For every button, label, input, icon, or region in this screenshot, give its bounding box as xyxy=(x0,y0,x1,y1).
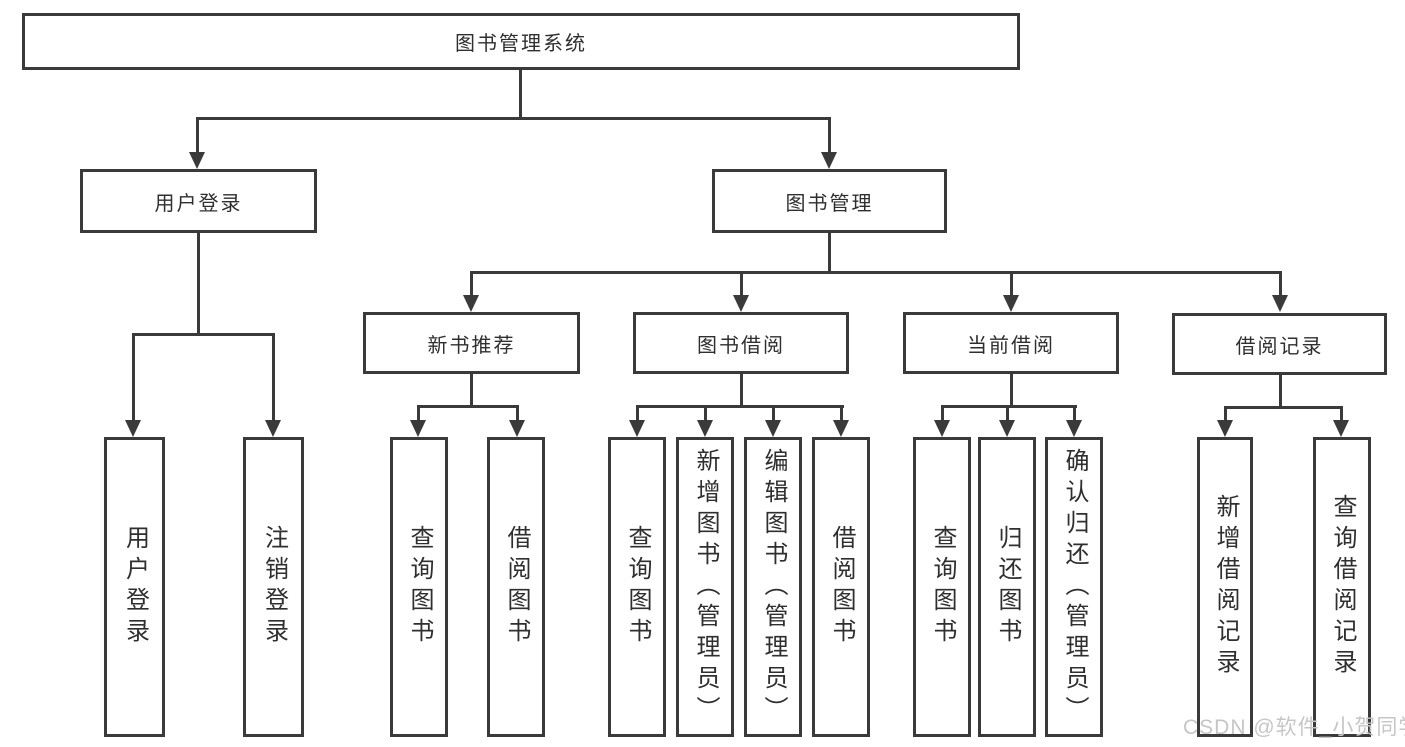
leaf-label: 查询图书 xyxy=(624,525,651,649)
connector-root-drop-right xyxy=(828,117,831,153)
leaf-query-books-1: 查询图书 xyxy=(390,437,448,737)
connector-userlogin-drop-left xyxy=(132,333,135,421)
leaf-query-borrow-record: 查询借阅记录 xyxy=(1313,437,1371,737)
connector-userlogin-stem xyxy=(197,233,200,336)
connector-bookborrow-stem xyxy=(740,374,743,407)
arrow-down-icon xyxy=(1003,295,1019,312)
leaf-query-books-3: 查询图书 xyxy=(913,437,971,737)
leaf-label: 新增借阅记录 xyxy=(1212,494,1239,680)
connector-newbook-drop-2 xyxy=(516,405,519,421)
connector-bookborrow-drop-2 xyxy=(704,405,707,421)
connector-borrowrecords-stem xyxy=(1279,375,1282,409)
node-label: 图书借阅 xyxy=(697,334,785,357)
leaf-borrow-books-2: 借阅图书 xyxy=(812,437,870,737)
leaf-edit-books-admin: 编辑图书（管理员） xyxy=(744,437,802,737)
node-label: 图书管理系统 xyxy=(455,33,587,55)
arrow-down-icon xyxy=(629,420,645,437)
arrow-down-icon xyxy=(265,420,281,437)
connector-newbook-bar xyxy=(417,405,519,408)
leaf-label: 查询借阅记录 xyxy=(1329,494,1356,680)
leaf-user-login: 用户登录 xyxy=(104,437,165,737)
arrow-down-icon xyxy=(999,420,1015,437)
arrow-down-icon xyxy=(1272,295,1288,312)
arrow-down-icon xyxy=(821,152,837,169)
leaf-label: 编辑图书（管理员） xyxy=(760,447,787,727)
leaf-label: 查询图书 xyxy=(929,525,956,649)
leaf-label: 确认归还（管理员） xyxy=(1061,447,1088,727)
connector-bookmgmt-drop-2 xyxy=(740,271,743,296)
connector-bookmgmt-bar xyxy=(470,271,1282,274)
connector-bookborrow-drop-3 xyxy=(772,405,775,421)
node-book-borrow: 图书借阅 xyxy=(633,312,849,374)
node-label: 借阅记录 xyxy=(1235,335,1324,358)
arrow-down-icon xyxy=(934,420,950,437)
connector-currentborrow-drop-2 xyxy=(1006,405,1009,421)
arrow-down-icon xyxy=(1333,420,1349,437)
connector-userlogin-bar xyxy=(132,333,275,336)
leaf-label: 用户登录 xyxy=(121,525,149,649)
leaf-logout: 注销登录 xyxy=(243,437,304,737)
connector-bookborrow-bar xyxy=(636,405,844,408)
node-label: 新书推荐 xyxy=(427,334,516,357)
arrow-down-icon xyxy=(410,420,426,437)
connector-root-drop-left xyxy=(196,117,199,153)
connector-newbook-drop-1 xyxy=(417,405,420,421)
leaf-label: 注销登录 xyxy=(260,525,288,649)
connector-bookmgmt-drop-1 xyxy=(470,271,473,296)
connector-bookmgmt-stem xyxy=(828,233,831,274)
leaf-label: 借阅图书 xyxy=(828,525,855,649)
node-library-management-system: 图书管理系统 xyxy=(22,13,1020,70)
arrow-down-icon xyxy=(125,420,141,437)
connector-bookmgmt-drop-3 xyxy=(1010,271,1013,296)
connector-bookborrow-drop-4 xyxy=(840,405,843,421)
connector-currentborrow-bar xyxy=(941,405,1077,408)
leaf-query-books-2: 查询图书 xyxy=(608,437,666,737)
connector-borrowrecords-drop-2 xyxy=(1340,406,1343,421)
arrow-down-icon xyxy=(833,420,849,437)
arrow-down-icon xyxy=(463,295,479,312)
node-book-management: 图书管理 xyxy=(712,169,947,233)
leaf-label: 归还图书 xyxy=(994,525,1021,649)
arrow-down-icon xyxy=(697,420,713,437)
arrow-down-icon xyxy=(509,420,525,437)
leaf-label: 借阅图书 xyxy=(503,525,530,649)
leaf-label: 查询图书 xyxy=(406,525,433,649)
connector-borrowrecords-bar xyxy=(1224,406,1343,409)
leaf-label: 新增图书（管理员） xyxy=(692,447,719,727)
connector-borrowrecords-drop-1 xyxy=(1224,406,1227,421)
connector-currentborrow-drop-3 xyxy=(1073,405,1076,421)
leaf-borrow-books-1: 借阅图书 xyxy=(487,437,545,737)
node-user-login: 用户登录 xyxy=(80,169,317,233)
connector-currentborrow-stem xyxy=(1010,374,1013,407)
node-borrow-records: 借阅记录 xyxy=(1172,313,1387,375)
connector-bookborrow-drop-1 xyxy=(636,405,639,421)
connector-newbook-stem xyxy=(470,374,473,407)
leaf-add-borrow-record: 新增借阅记录 xyxy=(1197,437,1253,737)
connector-bookmgmt-drop-4 xyxy=(1279,271,1282,296)
node-label: 图书管理 xyxy=(785,192,874,215)
arrow-down-icon xyxy=(765,420,781,437)
node-current-borrow: 当前借阅 xyxy=(903,312,1119,374)
arrow-down-icon xyxy=(189,152,205,169)
node-label: 当前借阅 xyxy=(967,334,1055,357)
connector-root-stem xyxy=(519,68,522,119)
arrow-down-icon xyxy=(733,295,749,312)
connector-currentborrow-drop-1 xyxy=(941,405,944,421)
leaf-add-books-admin: 新增图书（管理员） xyxy=(676,437,734,737)
node-label: 用户登录 xyxy=(154,192,243,215)
leaf-return-books: 归还图书 xyxy=(978,437,1036,737)
arrow-down-icon xyxy=(1066,420,1082,437)
node-new-book-recommend: 新书推荐 xyxy=(363,312,580,374)
connector-root-bar xyxy=(196,117,831,120)
leaf-confirm-return-admin: 确认归还（管理员） xyxy=(1045,437,1103,737)
csdn-watermark: CSDN @软件_小贺同学 xyxy=(1183,716,1405,739)
connector-userlogin-drop-right xyxy=(272,333,275,421)
arrow-down-icon xyxy=(1217,420,1233,437)
